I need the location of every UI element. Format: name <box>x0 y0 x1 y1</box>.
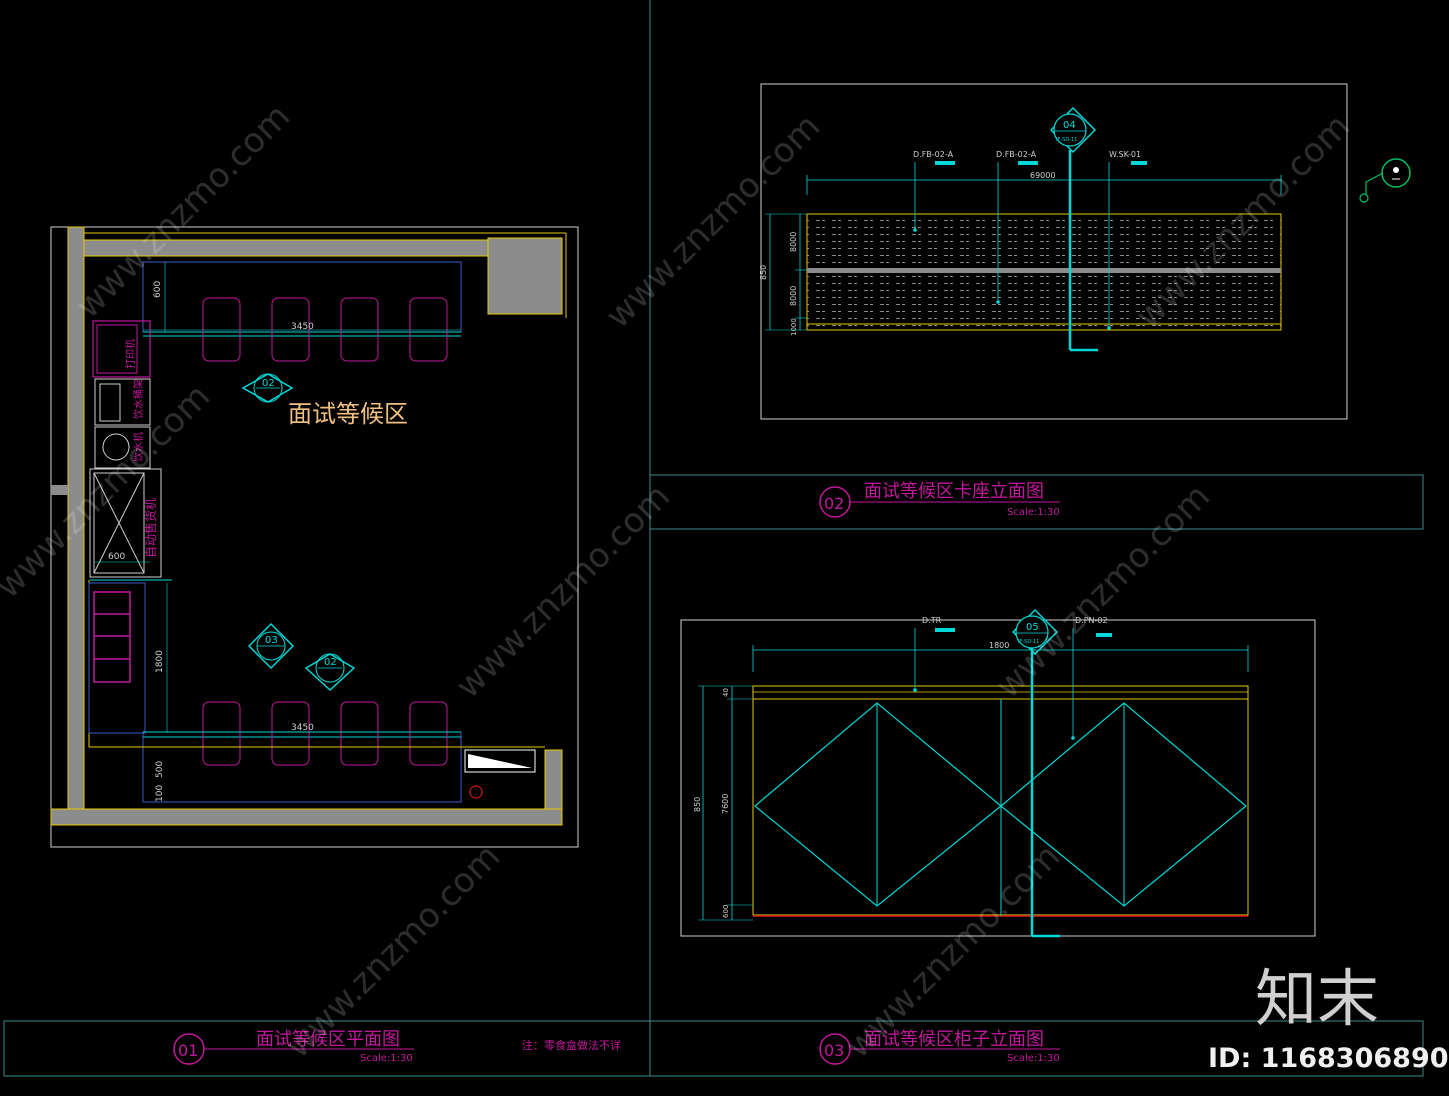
watermark-logo: 知末 <box>1255 962 1379 1035</box>
plan-marker-right-num: 02 <box>324 657 337 668</box>
title-01-name: 面试等候区平面图 <box>256 1029 400 1050</box>
title-block-03 <box>819 1033 1060 1065</box>
cabinet-dim-base: 600 <box>722 905 730 918</box>
plan-label-water-bucket: 饮水桶架 <box>132 379 145 419</box>
cabinet-dim-top: 40 <box>722 688 730 697</box>
cabinet-elevation <box>680 608 1316 938</box>
cabinet-section-marker[interactable] <box>1011 608 1059 656</box>
title-02-num: 02 <box>824 494 844 513</box>
booth-dim-base: 1000 <box>790 318 798 336</box>
plan-marker-left-num: 03 <box>265 635 278 646</box>
cabinet-marker-num: 05 <box>1026 622 1039 633</box>
plan-marker-top-num: 02 <box>262 378 275 389</box>
booth-tag-3: W.SK-01 <box>1109 150 1141 159</box>
booth-dim-height: 850 <box>759 265 768 280</box>
booth-tag-1: D.FB-02-A <box>913 150 954 159</box>
watermark-site-8: www.znzmo.com <box>0 376 218 606</box>
watermark-site-1: www.znzmo.com <box>68 96 298 326</box>
plan-marker-right[interactable] <box>304 653 356 692</box>
title-03-scale: Scale:1:30 <box>1007 1053 1060 1064</box>
plan-marker-top[interactable] <box>241 373 294 403</box>
title-01-scale: Scale:1:30 <box>360 1053 413 1064</box>
plan-dim-top-depth: 600 <box>153 281 163 298</box>
title-02-name: 面试等候区卡座立面图 <box>864 481 1044 502</box>
cabinet-dim-width: 1800 <box>989 641 1009 650</box>
plan-dim-top-length: 3450 <box>291 322 314 332</box>
plan-dim-cabinet-width: 600 <box>108 552 125 562</box>
watermark-id: ID: 1168306890 <box>1208 1043 1449 1074</box>
plan-dim-cabinet-height: 1800 <box>155 650 165 673</box>
plan-label-printer: 打印机 <box>124 339 137 369</box>
watermark-site-4: www.znzmo.com <box>448 476 678 706</box>
plan-dim-bottom-depth-b: 100 <box>155 785 165 802</box>
title-block-01 <box>173 1033 414 1065</box>
booth-section-marker[interactable] <box>1049 106 1097 154</box>
title-01-note: 注：零食盒做法不详 <box>522 1038 621 1052</box>
cabinet-tag-1: D.TR <box>922 616 942 625</box>
title-02-scale: Scale:1:30 <box>1007 507 1060 518</box>
cabinet-marker-sub: IF-SD-11 <box>1018 639 1039 645</box>
booth-marker-num: 04 <box>1063 120 1076 131</box>
plan-label-water-dispenser: 饮水机 <box>132 432 145 462</box>
plan-room-label: 面试等候区 <box>288 400 408 428</box>
plan-label-vending-machine: 自动售货机 <box>143 498 158 558</box>
cabinet-dim-body: 7600 <box>721 794 730 814</box>
booth-dim-lower: 8000 <box>789 286 798 306</box>
sheet-frames <box>3 0 1424 1077</box>
title-03-num: 03 <box>824 1041 844 1060</box>
booth-dim-width: 69000 <box>1030 171 1055 180</box>
cabinet-dim-height: 850 <box>693 797 702 812</box>
title-03-name: 面试等候区柜子立面图 <box>864 1029 1044 1050</box>
plan-marker-left[interactable] <box>247 622 295 670</box>
booth-tag-2: D.FB-02-A <box>996 150 1037 159</box>
booth-elevation <box>760 83 1348 420</box>
booth-dim-upper: 8000 <box>789 232 798 252</box>
floor-plan <box>50 226 579 848</box>
plan-dim-bottom-length: 3450 <box>291 723 314 733</box>
title-block-02 <box>819 486 1060 518</box>
title-01-num: 01 <box>178 1041 198 1060</box>
compass-icon <box>1359 158 1411 203</box>
cabinet-tag-2: D.PN-02 <box>1075 616 1108 625</box>
plan-dim-bottom-depth-a: 500 <box>155 761 165 778</box>
booth-marker-sub: IF-SD-11 <box>1056 137 1077 143</box>
